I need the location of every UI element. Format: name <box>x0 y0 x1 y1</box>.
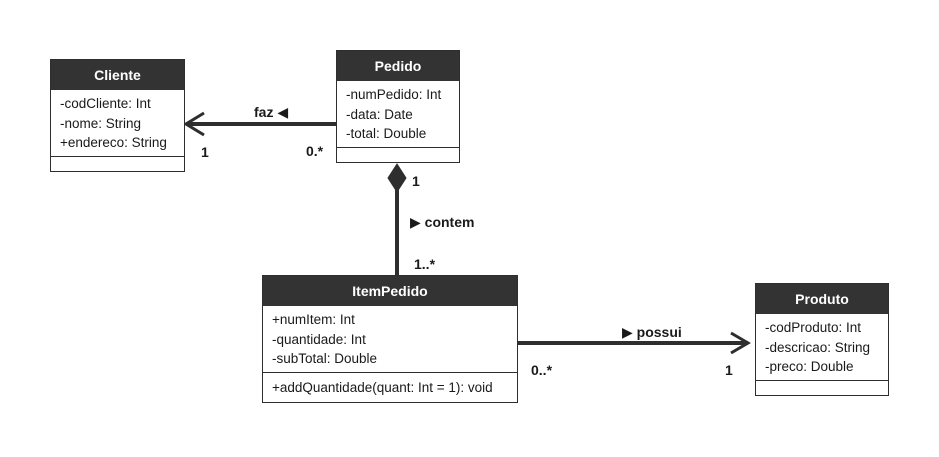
method-list <box>337 148 459 162</box>
attribute: +numItem: Int <box>272 312 355 327</box>
class-name: ItemPedido <box>263 276 517 306</box>
multiplicity-itempedido-possui: 0..* <box>531 362 553 378</box>
assoc-possui-arrowhead <box>730 331 751 355</box>
class-name: Cliente <box>51 60 184 90</box>
assoc-label-text: contem <box>424 214 475 230</box>
attribute: -descricao: String <box>765 339 871 355</box>
attribute: +endereco: String <box>60 135 167 150</box>
method-list <box>756 381 888 395</box>
multiplicity-produto: 1 <box>725 362 733 378</box>
assoc-label-text: possui <box>636 324 682 340</box>
attribute-list: -codProduto: Int -descricao: String -pre… <box>756 314 888 381</box>
method-list <box>51 157 184 171</box>
class-name: Pedido <box>337 51 459 81</box>
direction-right-icon: ▶ <box>410 214 421 230</box>
multiplicity-pedido-composite: 1 <box>412 173 420 189</box>
class-pedido[interactable]: Pedido -numPedido: Int -data: Date -tota… <box>336 50 460 163</box>
method-list: +addQuantidade(quant: Int = 1): void <box>263 373 517 403</box>
class-name: Produto <box>756 284 888 314</box>
attribute: -nome: String <box>60 115 142 131</box>
method: +addQuantidade(quant: Int = 1): void <box>272 379 493 395</box>
attribute: -quantidade: Int <box>272 331 366 347</box>
assoc-possui-label: ▶ possui <box>622 324 682 341</box>
attribute: -total: Double <box>346 126 427 141</box>
attribute: -codCliente: Int <box>60 96 151 111</box>
multiplicity-pedido: 0.* <box>306 143 324 159</box>
attribute-list: -numPedido: Int -data: Date -total: Doub… <box>337 81 459 148</box>
direction-left-icon: ◀ <box>277 104 289 120</box>
attribute-list: -codCliente: Int -nome: String +endereco… <box>51 90 184 157</box>
attribute: -preco: Double <box>765 359 854 374</box>
attribute: -codProduto: Int <box>765 320 862 335</box>
multiplicity-itempedido: 1..* <box>414 256 436 272</box>
composition-diamond <box>387 163 407 193</box>
attribute: -data: Date <box>346 106 413 122</box>
assoc-faz-label: faz ◀ <box>254 104 288 121</box>
attribute: -numPedido: Int <box>346 87 442 102</box>
assoc-label-text: faz <box>254 104 274 120</box>
attribute: -subTotal: Double <box>272 351 378 366</box>
assoc-faz-arrowhead <box>183 111 205 137</box>
class-produto[interactable]: Produto -codProduto: Int -descricao: Str… <box>755 283 889 396</box>
direction-right-icon: ▶ <box>622 324 633 340</box>
attribute-list: +numItem: Int -quantidade: Int -subTotal… <box>263 306 517 373</box>
multiplicity-cliente: 1 <box>201 144 209 160</box>
assoc-contem-label: ▶ contem <box>410 214 474 231</box>
class-itempedido[interactable]: ItemPedido +numItem: Int -quantidade: In… <box>262 275 518 403</box>
class-cliente[interactable]: Cliente -codCliente: Int -nome: String +… <box>50 59 185 172</box>
